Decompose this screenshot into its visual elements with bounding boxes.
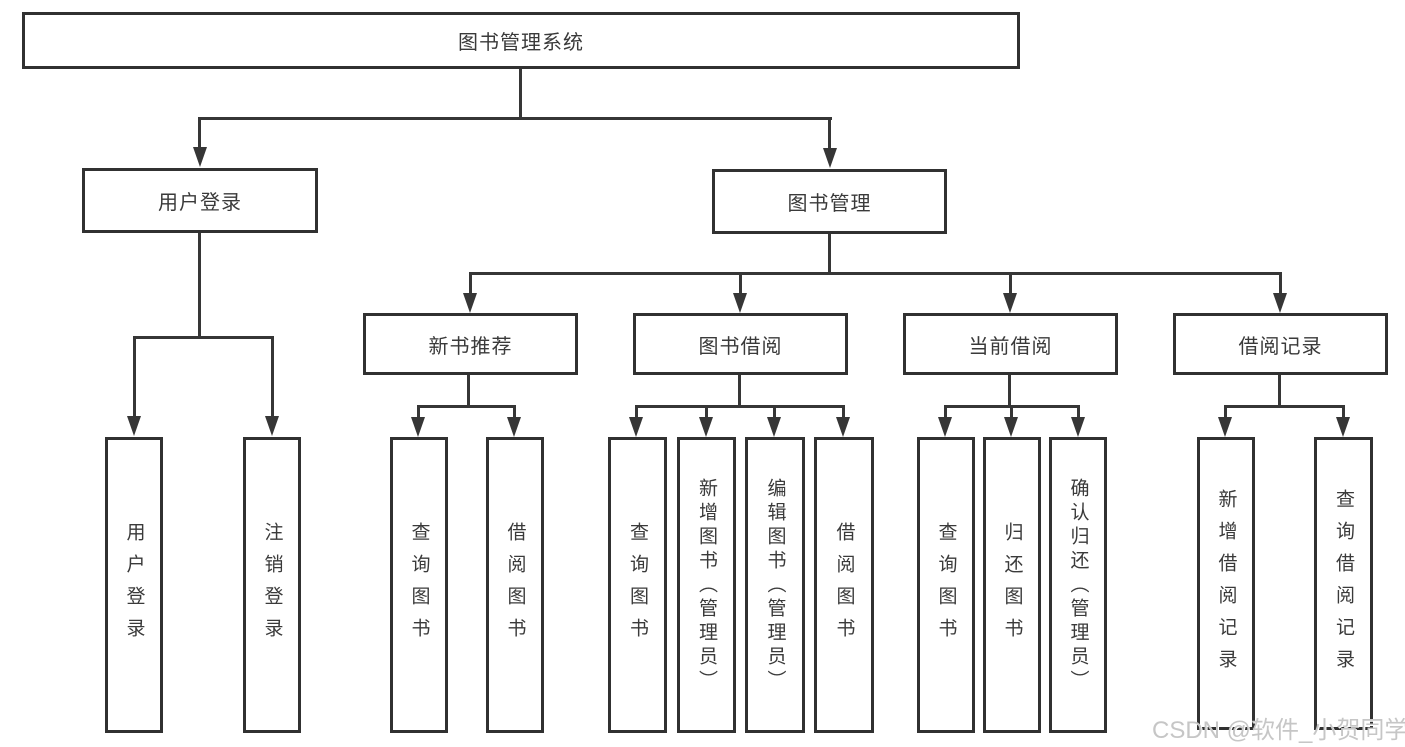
connector-branch	[198, 117, 832, 120]
leaf-return-books: 归还图书	[983, 437, 1041, 733]
arrow-down-icon	[1336, 417, 1350, 437]
arrow-down-icon	[1003, 293, 1017, 313]
connector-arm	[198, 118, 201, 152]
node-current-borrowing: 当前借阅	[903, 313, 1118, 375]
connector-stem	[1278, 375, 1281, 407]
leaf-query-borrow-record: 查询借阅记录	[1314, 437, 1373, 730]
csdn-watermark: CSDN @软件_小贺同学	[1152, 717, 1405, 744]
connector-branch	[133, 336, 274, 339]
arrow-down-icon	[1071, 417, 1085, 437]
leaf-logout: 注销登录	[243, 437, 301, 733]
arrow-down-icon	[1218, 417, 1232, 437]
connector-arm	[513, 405, 516, 421]
arrow-down-icon	[938, 417, 952, 437]
arrow-down-icon	[823, 148, 837, 168]
node-library-management-system: 图书管理系统	[22, 12, 1020, 69]
connector-arm	[635, 405, 638, 421]
leaf-borrow-books: 借阅图书	[814, 437, 874, 733]
connector-arm	[739, 272, 742, 296]
connector-arm	[828, 118, 831, 152]
arrow-down-icon	[733, 293, 747, 313]
leaf-query-books-borrowing: 查询图书	[608, 437, 667, 733]
connector-arm	[417, 405, 420, 421]
connector-arm	[1010, 405, 1013, 421]
arrow-down-icon	[1273, 293, 1287, 313]
arrow-down-icon	[127, 416, 141, 436]
connector-arm	[773, 405, 776, 421]
connector-arm	[133, 336, 136, 420]
arrow-down-icon	[507, 417, 521, 437]
leaf-confirm-return-admin: 确认归还（管理员）	[1049, 437, 1107, 733]
connector-stem	[519, 69, 522, 119]
connector-branch	[1224, 405, 1344, 408]
connector-stem	[828, 234, 831, 274]
leaf-edit-books-admin: 编辑图书（管理员）	[745, 437, 805, 733]
arrow-down-icon	[1004, 417, 1018, 437]
node-new-book-recommendation: 新书推荐	[363, 313, 578, 375]
connector-branch	[469, 272, 1281, 275]
connector-arm	[469, 272, 472, 296]
connector-stem	[738, 375, 741, 407]
connector-arm	[1342, 405, 1345, 421]
leaf-query-books-recommendation: 查询图书	[390, 437, 448, 733]
arrow-down-icon	[463, 293, 477, 313]
arrow-down-icon	[193, 147, 207, 167]
node-borrowing-records: 借阅记录	[1173, 313, 1388, 375]
connector-arm	[944, 405, 947, 421]
node-book-borrowing: 图书借阅	[633, 313, 848, 375]
connector-arm	[705, 405, 708, 421]
leaf-user-login: 用户登录	[105, 437, 163, 733]
leaf-add-books-admin: 新增图书（管理员）	[677, 437, 736, 733]
connector-arm	[271, 336, 274, 420]
connector-branch	[417, 405, 516, 408]
connector-stem	[467, 375, 470, 407]
arrow-down-icon	[265, 416, 279, 436]
connector-stem	[1008, 375, 1011, 407]
connector-arm	[1077, 405, 1080, 421]
connector-arm	[1009, 272, 1012, 296]
node-book-management: 图书管理	[712, 169, 947, 234]
connector-branch	[635, 405, 845, 408]
leaf-query-books-current: 查询图书	[917, 437, 975, 733]
node-user-login: 用户登录	[82, 168, 318, 233]
connector-stem	[198, 233, 201, 338]
connector-arm	[842, 405, 845, 421]
arrow-down-icon	[629, 417, 643, 437]
arrow-down-icon	[699, 417, 713, 437]
leaf-add-borrow-record: 新增借阅记录	[1197, 437, 1255, 730]
connector-arm	[1279, 272, 1282, 296]
arrow-down-icon	[836, 417, 850, 437]
arrow-down-icon	[767, 417, 781, 437]
connector-arm	[1224, 405, 1227, 421]
leaf-borrow-books-recommendation: 借阅图书	[486, 437, 544, 733]
arrow-down-icon	[411, 417, 425, 437]
